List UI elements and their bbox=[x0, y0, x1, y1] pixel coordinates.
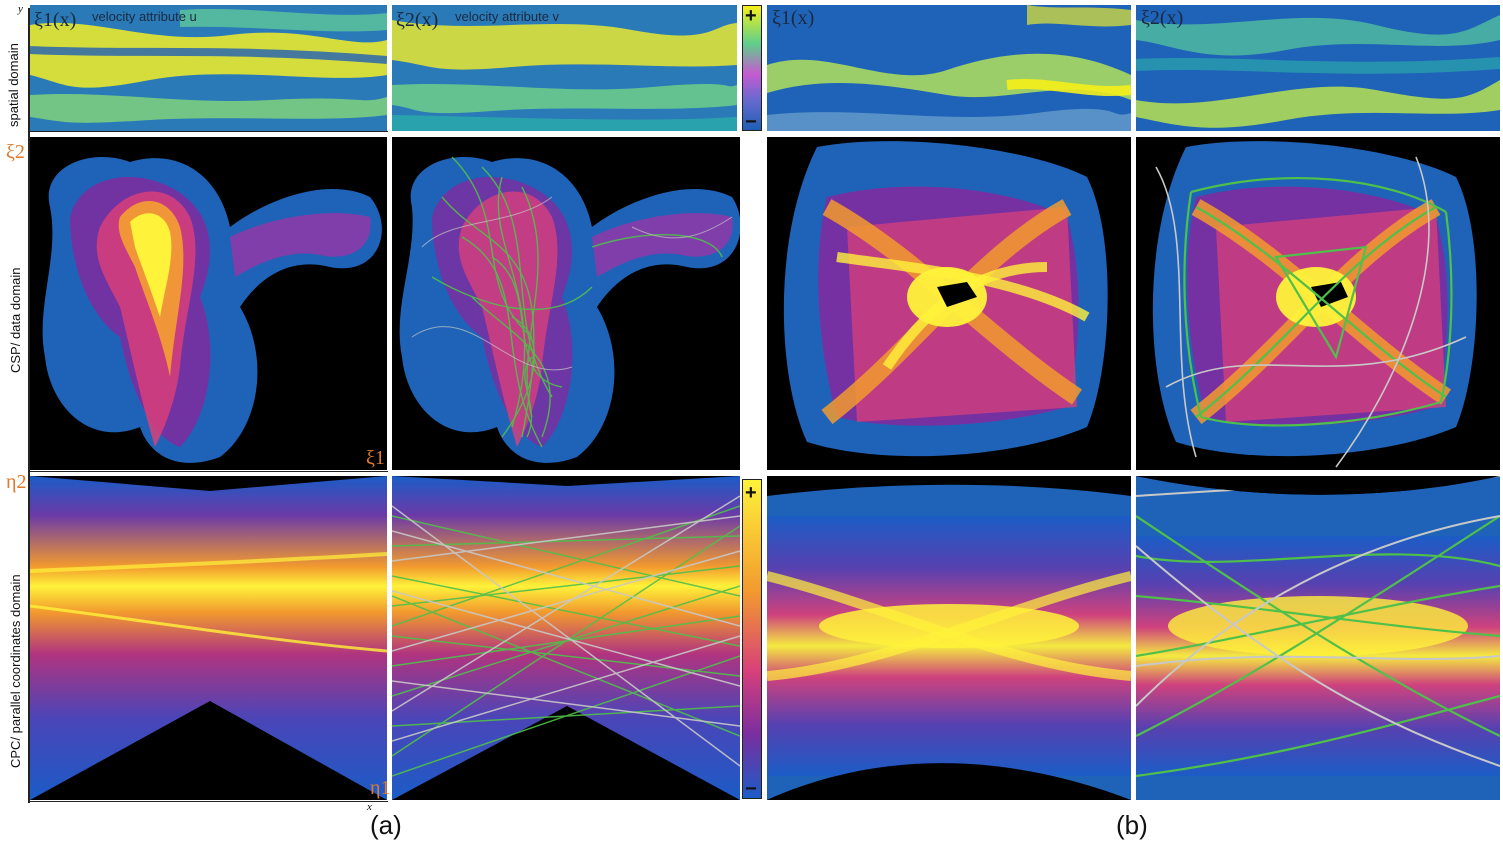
spatial-panel-b1 bbox=[767, 5, 1131, 131]
xi1x-label-a: ξ1(x) bbox=[34, 9, 77, 31]
row-label-cpc: CPC/ parallel coordinates domain bbox=[8, 574, 23, 768]
row-label-csp: CSP/ data domain bbox=[8, 267, 23, 373]
bottom-axis-line-mid bbox=[28, 471, 388, 472]
caption-b: (b) bbox=[1116, 810, 1148, 840]
csp-panel-a2 bbox=[392, 137, 740, 470]
xi2-axis-label: ξ2 bbox=[6, 141, 25, 163]
bottom-axis-line-bottom bbox=[28, 801, 388, 802]
xi1-axis-label: ξ1 bbox=[366, 447, 385, 469]
x-axis-label: x bbox=[367, 801, 372, 813]
xi1x-label-b: ξ1(x) bbox=[772, 7, 815, 29]
cpc-panel-b2 bbox=[1136, 476, 1500, 800]
colorbar-viridis bbox=[742, 5, 762, 131]
spatial-panel-v bbox=[392, 5, 737, 131]
caption-a: (a) bbox=[370, 810, 402, 840]
colorbar-minus-top: − bbox=[745, 111, 757, 133]
spatial-panel-u bbox=[30, 5, 387, 131]
eta1-axis-label: η1 bbox=[370, 777, 391, 799]
colorbar-plus-top: + bbox=[745, 5, 757, 27]
bottom-axis-line-top bbox=[28, 131, 388, 132]
eta2-axis-label: η2 bbox=[6, 471, 27, 493]
csp-panel-b2 bbox=[1136, 137, 1500, 470]
xi2x-label-a: ξ2(x) bbox=[396, 9, 439, 31]
velocity-u-label: velocity attribute u bbox=[92, 9, 197, 24]
cpc-panel-a2 bbox=[392, 476, 740, 800]
colorbar-plus-bottom: + bbox=[745, 482, 757, 504]
csp-panel-a1 bbox=[30, 137, 387, 470]
left-axis-line bbox=[28, 8, 30, 803]
xi2x-label-b: ξ2(x) bbox=[1141, 7, 1184, 29]
y-axis-label: y bbox=[18, 3, 23, 15]
colorbar-minus-bottom: − bbox=[745, 778, 757, 800]
csp-panel-b1 bbox=[767, 137, 1131, 470]
row-label-spatial: spatial domain bbox=[6, 43, 21, 127]
cpc-panel-a1 bbox=[30, 476, 387, 800]
colorbar-plasma bbox=[742, 479, 762, 799]
cpc-panel-b1 bbox=[767, 476, 1131, 800]
velocity-v-label: velocity attribute v bbox=[455, 9, 560, 24]
spatial-panel-b2 bbox=[1136, 5, 1500, 131]
